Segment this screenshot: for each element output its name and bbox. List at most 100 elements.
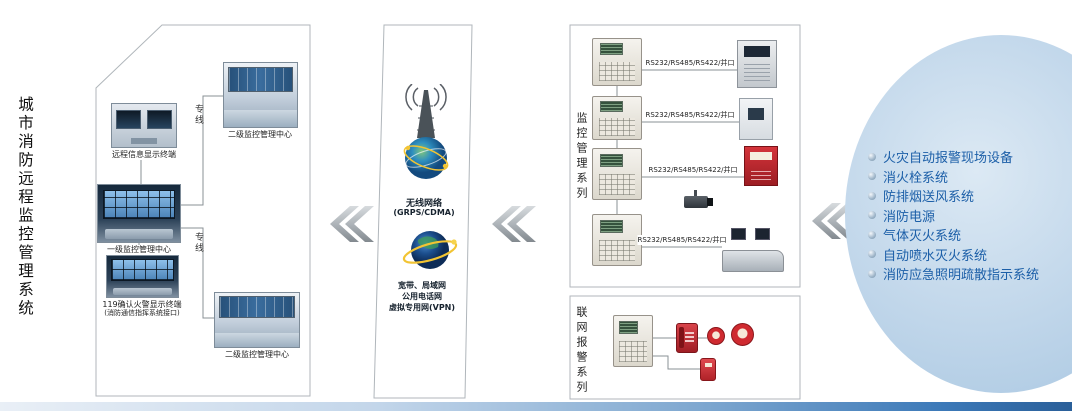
page-title: 城市消防远程监控管理系统 — [16, 96, 34, 318]
bullet-icon — [868, 230, 876, 239]
list-item: 消防应急照明疏散指示系统 — [868, 264, 1039, 284]
alarm-bell-icon — [707, 327, 725, 345]
alarm-control-panel — [613, 315, 653, 367]
chevron-left-icon — [492, 206, 536, 242]
globe-network-icon — [402, 231, 458, 269]
display-screen — [147, 109, 172, 130]
caption-level2-bottom: 二级监控管理中心 — [225, 350, 289, 360]
console-desk — [722, 250, 784, 272]
caption-119-line1: 119确认火警显示终端 — [102, 300, 182, 310]
operator-consoles — [104, 228, 174, 240]
wired-network-label-2: 公用电话网 — [402, 292, 442, 301]
link-label: RS232/RS485/RS422/并口 — [645, 58, 735, 68]
list-item: 消火栓系统 — [868, 167, 1039, 187]
operator-consoles — [112, 287, 173, 295]
monitoring-series-label: 监控管理系列 — [575, 112, 588, 202]
bullet-icon — [868, 172, 876, 181]
list-item-label: 消防电源 — [883, 209, 936, 225]
camera-lens — [707, 198, 713, 206]
console-monitor — [755, 228, 770, 240]
chevron-left-icon — [330, 206, 374, 242]
antenna-tower-icon — [403, 84, 449, 179]
dedicated-line-label-top: 专线 — [193, 104, 203, 126]
keypad — [598, 240, 636, 261]
bottom-gradient-bar — [0, 402, 1072, 411]
fire-telephone — [676, 323, 698, 353]
level1-center-photo — [97, 184, 181, 243]
desk-row — [215, 332, 299, 347]
keypad — [598, 62, 636, 82]
level2-center-bottom-photo — [214, 292, 300, 348]
list-item: 气体灭火系统 — [868, 225, 1039, 245]
list-item: 防排烟送风系统 — [868, 186, 1039, 206]
wall-screens — [227, 66, 294, 93]
bullet-icon — [868, 191, 876, 200]
fire-alarm-control-panel-3 — [592, 148, 642, 200]
wired-network-label-1: 宽带、局域网 — [398, 281, 446, 290]
network-device — [739, 98, 773, 140]
lcd-screen — [619, 320, 638, 334]
camera-body — [684, 196, 708, 208]
list-item: 火灾自动报警现场设备 — [868, 147, 1039, 167]
alarm-series-label: 联网报警系列 — [575, 306, 588, 396]
caption-remote-terminal: 远程信息显示终端 — [112, 150, 176, 160]
terminal119-photo — [106, 255, 179, 298]
list-item: 自动喷水灭火系统 — [868, 245, 1039, 265]
wireless-network-label: 无线网络 — [405, 199, 443, 209]
video-wall — [102, 189, 176, 220]
transmission-device — [737, 40, 777, 88]
control-console — [722, 224, 784, 272]
wall-screens — [219, 296, 295, 318]
list-item: 消防电源 — [868, 206, 1039, 226]
device-screen — [743, 45, 771, 57]
level2-center-top-photo — [223, 62, 298, 128]
network-column-outline — [373, 24, 473, 399]
list-item-label: 消防应急照明疏散指示系统 — [883, 268, 1040, 284]
remote-display-terminal-photo — [111, 103, 177, 148]
wired-network-label-3: 虚拟专用网(VPN) — [388, 303, 456, 312]
fire-alarm-control-panel-4 — [592, 214, 642, 266]
list-item-label: 自动喷水灭火系统 — [883, 248, 988, 264]
red-alarm-panel — [744, 146, 778, 186]
device-screen — [749, 151, 773, 160]
phone-handset — [679, 327, 684, 348]
bullet-icon — [868, 152, 876, 161]
alarm-bell-icon — [731, 323, 754, 346]
keypad — [598, 118, 636, 136]
desk-row — [224, 110, 297, 127]
bullet-icon — [868, 211, 876, 220]
monitoring-connection-lines — [616, 69, 744, 248]
bullet-icon — [868, 250, 876, 259]
list-item-label: 火灾自动报警现场设备 — [883, 151, 1014, 167]
camera-mount — [694, 190, 697, 197]
link-label: RS232/RS485/RS422/并口 — [637, 235, 727, 245]
lcd-screen — [599, 219, 623, 233]
device-rows — [743, 61, 771, 81]
video-wall — [111, 259, 174, 281]
caption-119-line2: (消防通信指挥系统接口) — [104, 309, 180, 318]
link-label: RS232/RS485/RS422/并口 — [645, 110, 735, 120]
keypad — [750, 167, 772, 181]
fire-alarm-control-panel-2 — [592, 96, 642, 140]
sounder-slot — [704, 362, 712, 368]
lcd-screen — [599, 153, 623, 167]
console-monitor — [731, 228, 746, 240]
keypad — [618, 341, 648, 362]
phone-keypad — [685, 329, 694, 343]
list-item-label: 防排烟送风系统 — [883, 190, 975, 206]
wireless-network-sublabel: (GRPS/CDMA) — [393, 208, 455, 217]
list-item-label: 气体灭火系统 — [883, 229, 962, 245]
display-stand — [131, 138, 157, 145]
bullet-icon — [868, 269, 876, 278]
device-screen — [748, 107, 764, 120]
lcd-screen — [599, 100, 623, 112]
caption-level1: 一级监控管理中心 — [107, 245, 171, 255]
alarm-sounder — [700, 358, 716, 381]
link-label: RS232/RS485/RS422/并口 — [648, 165, 738, 175]
caption-level2-top: 二级监控管理中心 — [228, 130, 292, 140]
dedicated-line-label-bottom: 专线 — [193, 232, 203, 254]
systems-list: 火灾自动报警现场设备 消火栓系统 防排烟送风系统 消防电源 气体灭火系统 自动喷… — [868, 147, 1039, 284]
fire-alarm-control-panel-1 — [592, 38, 642, 86]
keypad — [598, 174, 636, 195]
chevron-left-icon — [812, 203, 856, 239]
